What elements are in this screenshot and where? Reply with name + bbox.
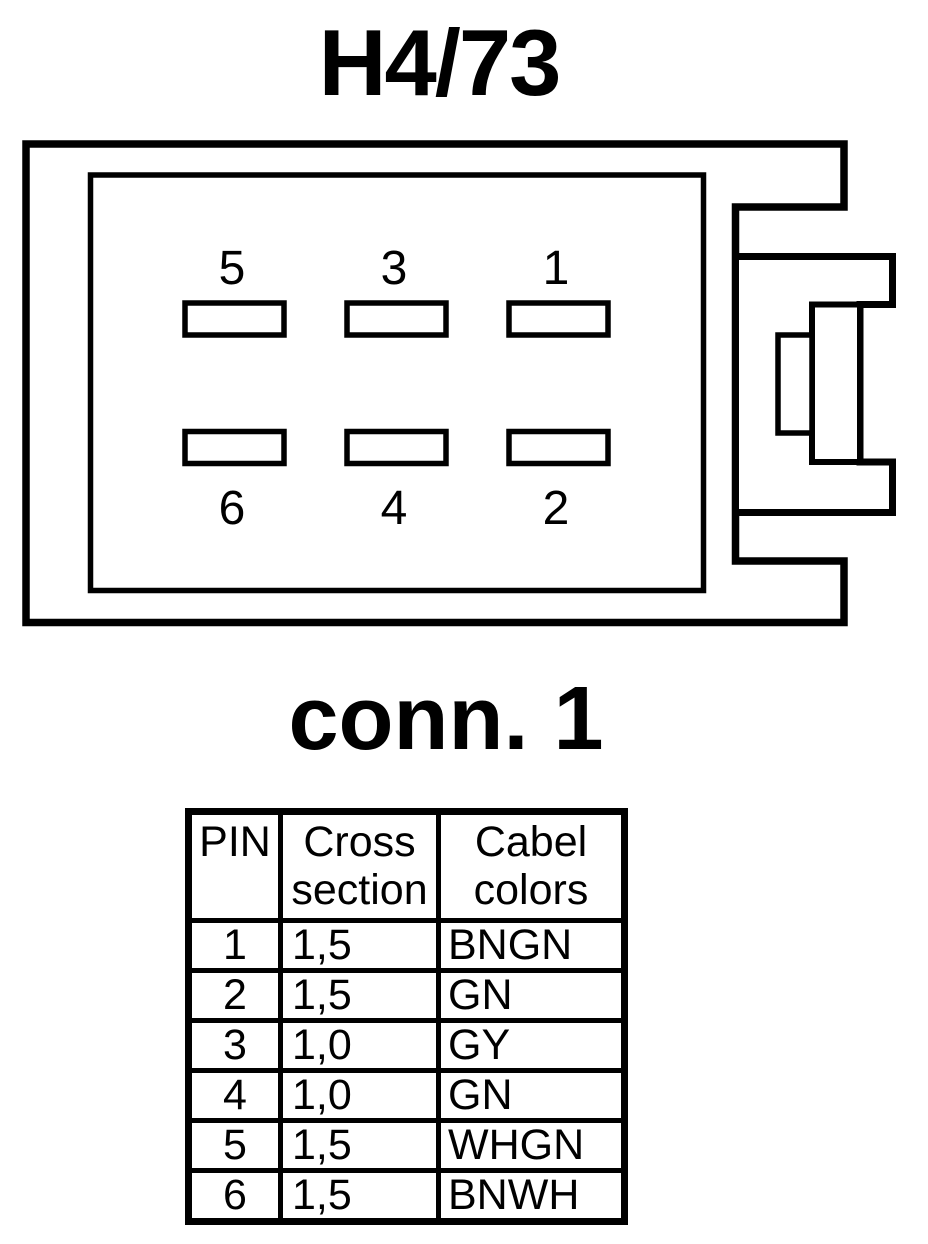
pinout-table: PIN Cross section Cabel colors 1 1,5 BNG… xyxy=(185,808,628,1225)
pin-label-6: 6 xyxy=(219,482,246,535)
cable-color: GY xyxy=(436,1018,627,1073)
header-pin: PIN xyxy=(186,809,283,923)
pin-slot-2 xyxy=(506,428,611,467)
header-cable-colors: Cabel colors xyxy=(436,809,627,923)
pin-number: 4 xyxy=(186,1068,283,1123)
cross-section: 1,5 xyxy=(278,1118,441,1173)
cross-section: 1,0 xyxy=(278,1018,441,1073)
pin-number: 1 xyxy=(186,918,283,973)
pin-number: 5 xyxy=(186,1118,283,1173)
pin-slot-5 xyxy=(182,300,287,338)
cross-section: 1,5 xyxy=(278,1168,441,1224)
table-row: 2 1,5 GN xyxy=(186,968,627,1023)
cross-section: 1,0 xyxy=(278,1068,441,1123)
table-row: 6 1,5 BNWH xyxy=(186,1168,627,1224)
cable-color: WHGN xyxy=(436,1118,627,1173)
pin-number: 3 xyxy=(186,1018,283,1073)
pin-number: 2 xyxy=(186,968,283,1023)
table-row: 5 1,5 WHGN xyxy=(186,1118,627,1173)
cable-color: BNGN xyxy=(436,918,627,973)
pin-label-3: 3 xyxy=(381,242,408,295)
table-row: 1 1,5 BNGN xyxy=(186,918,627,973)
connector-latch-bar xyxy=(809,301,863,465)
cross-section: 1,5 xyxy=(278,918,441,973)
connector-latch-tab xyxy=(775,332,815,436)
connector-caption: conn. 1 xyxy=(288,669,604,769)
cable-color: GN xyxy=(436,1068,627,1123)
pin-label-4: 4 xyxy=(381,482,408,535)
connector-diagram: 5 3 1 6 4 2 xyxy=(22,140,896,627)
pin-slot-6 xyxy=(182,428,287,467)
pin-slot-4 xyxy=(344,428,449,467)
table-header-row: PIN Cross section Cabel colors xyxy=(186,809,627,923)
diagram-title: H4/73 xyxy=(318,10,562,115)
pin-label-1: 1 xyxy=(543,242,570,295)
cable-color: BNWH xyxy=(436,1168,627,1224)
table-row: 4 1,0 GN xyxy=(186,1068,627,1123)
cable-color: GN xyxy=(436,968,627,1023)
pin-slot-3 xyxy=(344,300,449,338)
pin-number: 6 xyxy=(186,1168,283,1224)
header-cross-section: Cross section xyxy=(278,809,441,923)
connector-inner-face xyxy=(87,172,707,594)
pin-slot-1 xyxy=(506,300,611,338)
pin-label-5: 5 xyxy=(219,242,246,295)
pin-label-2: 2 xyxy=(543,482,570,535)
cross-section: 1,5 xyxy=(278,968,441,1023)
table-row: 3 1,0 GY xyxy=(186,1018,627,1073)
